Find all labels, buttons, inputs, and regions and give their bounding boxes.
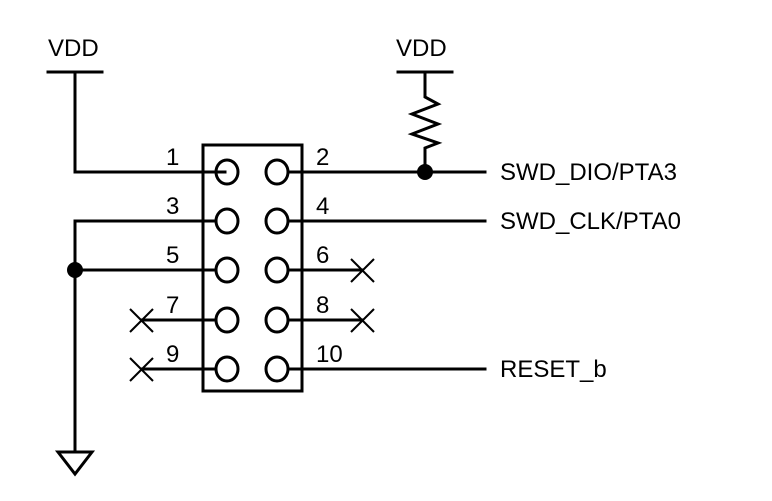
pin-7: [214, 306, 240, 334]
pin-label-9: 9: [166, 341, 179, 368]
nc-pin-7: [129, 308, 217, 333]
pin-label-4: 4: [316, 193, 329, 220]
nc-pin-9: [129, 357, 217, 382]
ground-symbol: [54, 450, 96, 477]
vdd-left-label: VDD: [48, 35, 99, 62]
pin-10: [264, 355, 290, 383]
junction-dot-dio: [417, 164, 433, 180]
pin-3: [214, 207, 240, 235]
junction-dot-gnd: [67, 262, 83, 278]
pin-label-5: 5: [166, 242, 179, 269]
ground-net: [54, 219, 217, 477]
pin-label-2: 2: [316, 144, 329, 171]
net-labels: SWD_DIO/PTA3 SWD_CLK/PTA0 RESET_b: [500, 159, 681, 383]
pin-label-1: 1: [166, 144, 179, 171]
nc-pin-8: [287, 308, 375, 333]
pin-4: [264, 207, 290, 235]
net-label-swd-clk: SWD_CLK/PTA0: [500, 208, 681, 235]
pin-6: [264, 256, 290, 284]
pin-5: [214, 256, 240, 284]
vdd-left-supply: VDD: [46, 35, 227, 174]
pin-9: [214, 355, 240, 383]
net-label-reset: RESET_b: [500, 356, 607, 383]
pin-label-7: 7: [166, 292, 179, 319]
pin-1: [214, 158, 240, 186]
connector-body: [201, 143, 304, 393]
pin-label-10: 10: [316, 341, 343, 368]
pin-number-labels: 1 2 3 4 5 6 7 8 9 10: [166, 144, 343, 368]
pin-label-8: 8: [316, 292, 329, 319]
vdd-right-label: VDD: [396, 35, 447, 62]
connector-pins: [214, 158, 290, 383]
pullup-resistor: [407, 88, 443, 174]
pin-8: [264, 306, 290, 334]
pin-2: [264, 158, 290, 186]
pin-label-3: 3: [166, 193, 179, 220]
nc-pin-6: [287, 258, 375, 283]
net-label-swd-dio: SWD_DIO/PTA3: [500, 159, 677, 186]
pin-label-6: 6: [316, 242, 329, 269]
vdd-right-supply: VDD: [396, 35, 454, 174]
